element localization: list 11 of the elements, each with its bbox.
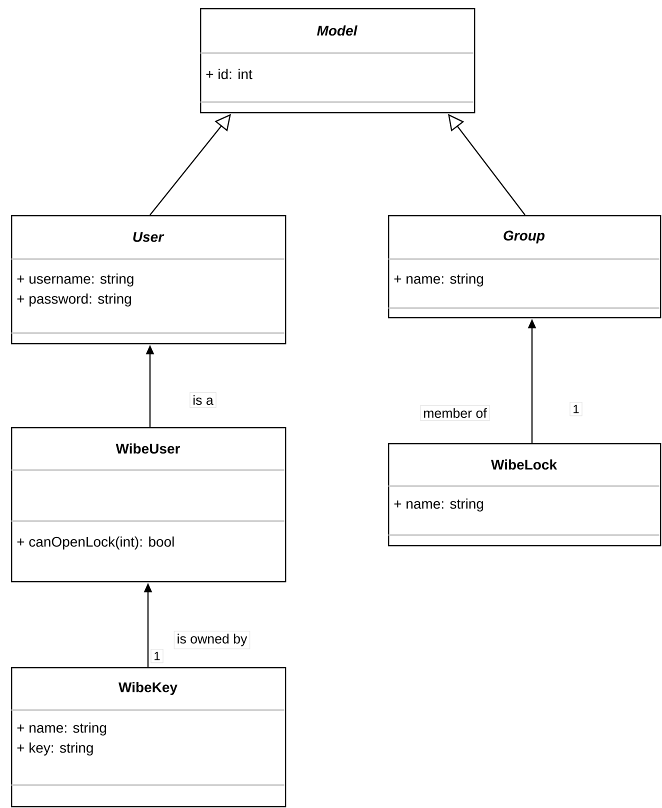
edge-label: is owned by <box>174 630 250 650</box>
class-box: WibeUser + canOpenLock(int): bool <box>11 427 286 582</box>
multiplicity-label: 1 <box>150 648 164 664</box>
edge-label: member of <box>420 405 490 421</box>
class-box: Group + name: string <box>388 215 662 318</box>
class-box: WibeLock + name: string <box>388 443 662 546</box>
class-box: WibeKey + name: string + key: string <box>11 667 286 808</box>
multiplicity-label: 1 <box>570 402 582 416</box>
edge-label: is a <box>190 392 216 408</box>
class-box: User + username: string + password: string <box>11 215 286 344</box>
class-box: Model + id: int <box>200 8 476 114</box>
